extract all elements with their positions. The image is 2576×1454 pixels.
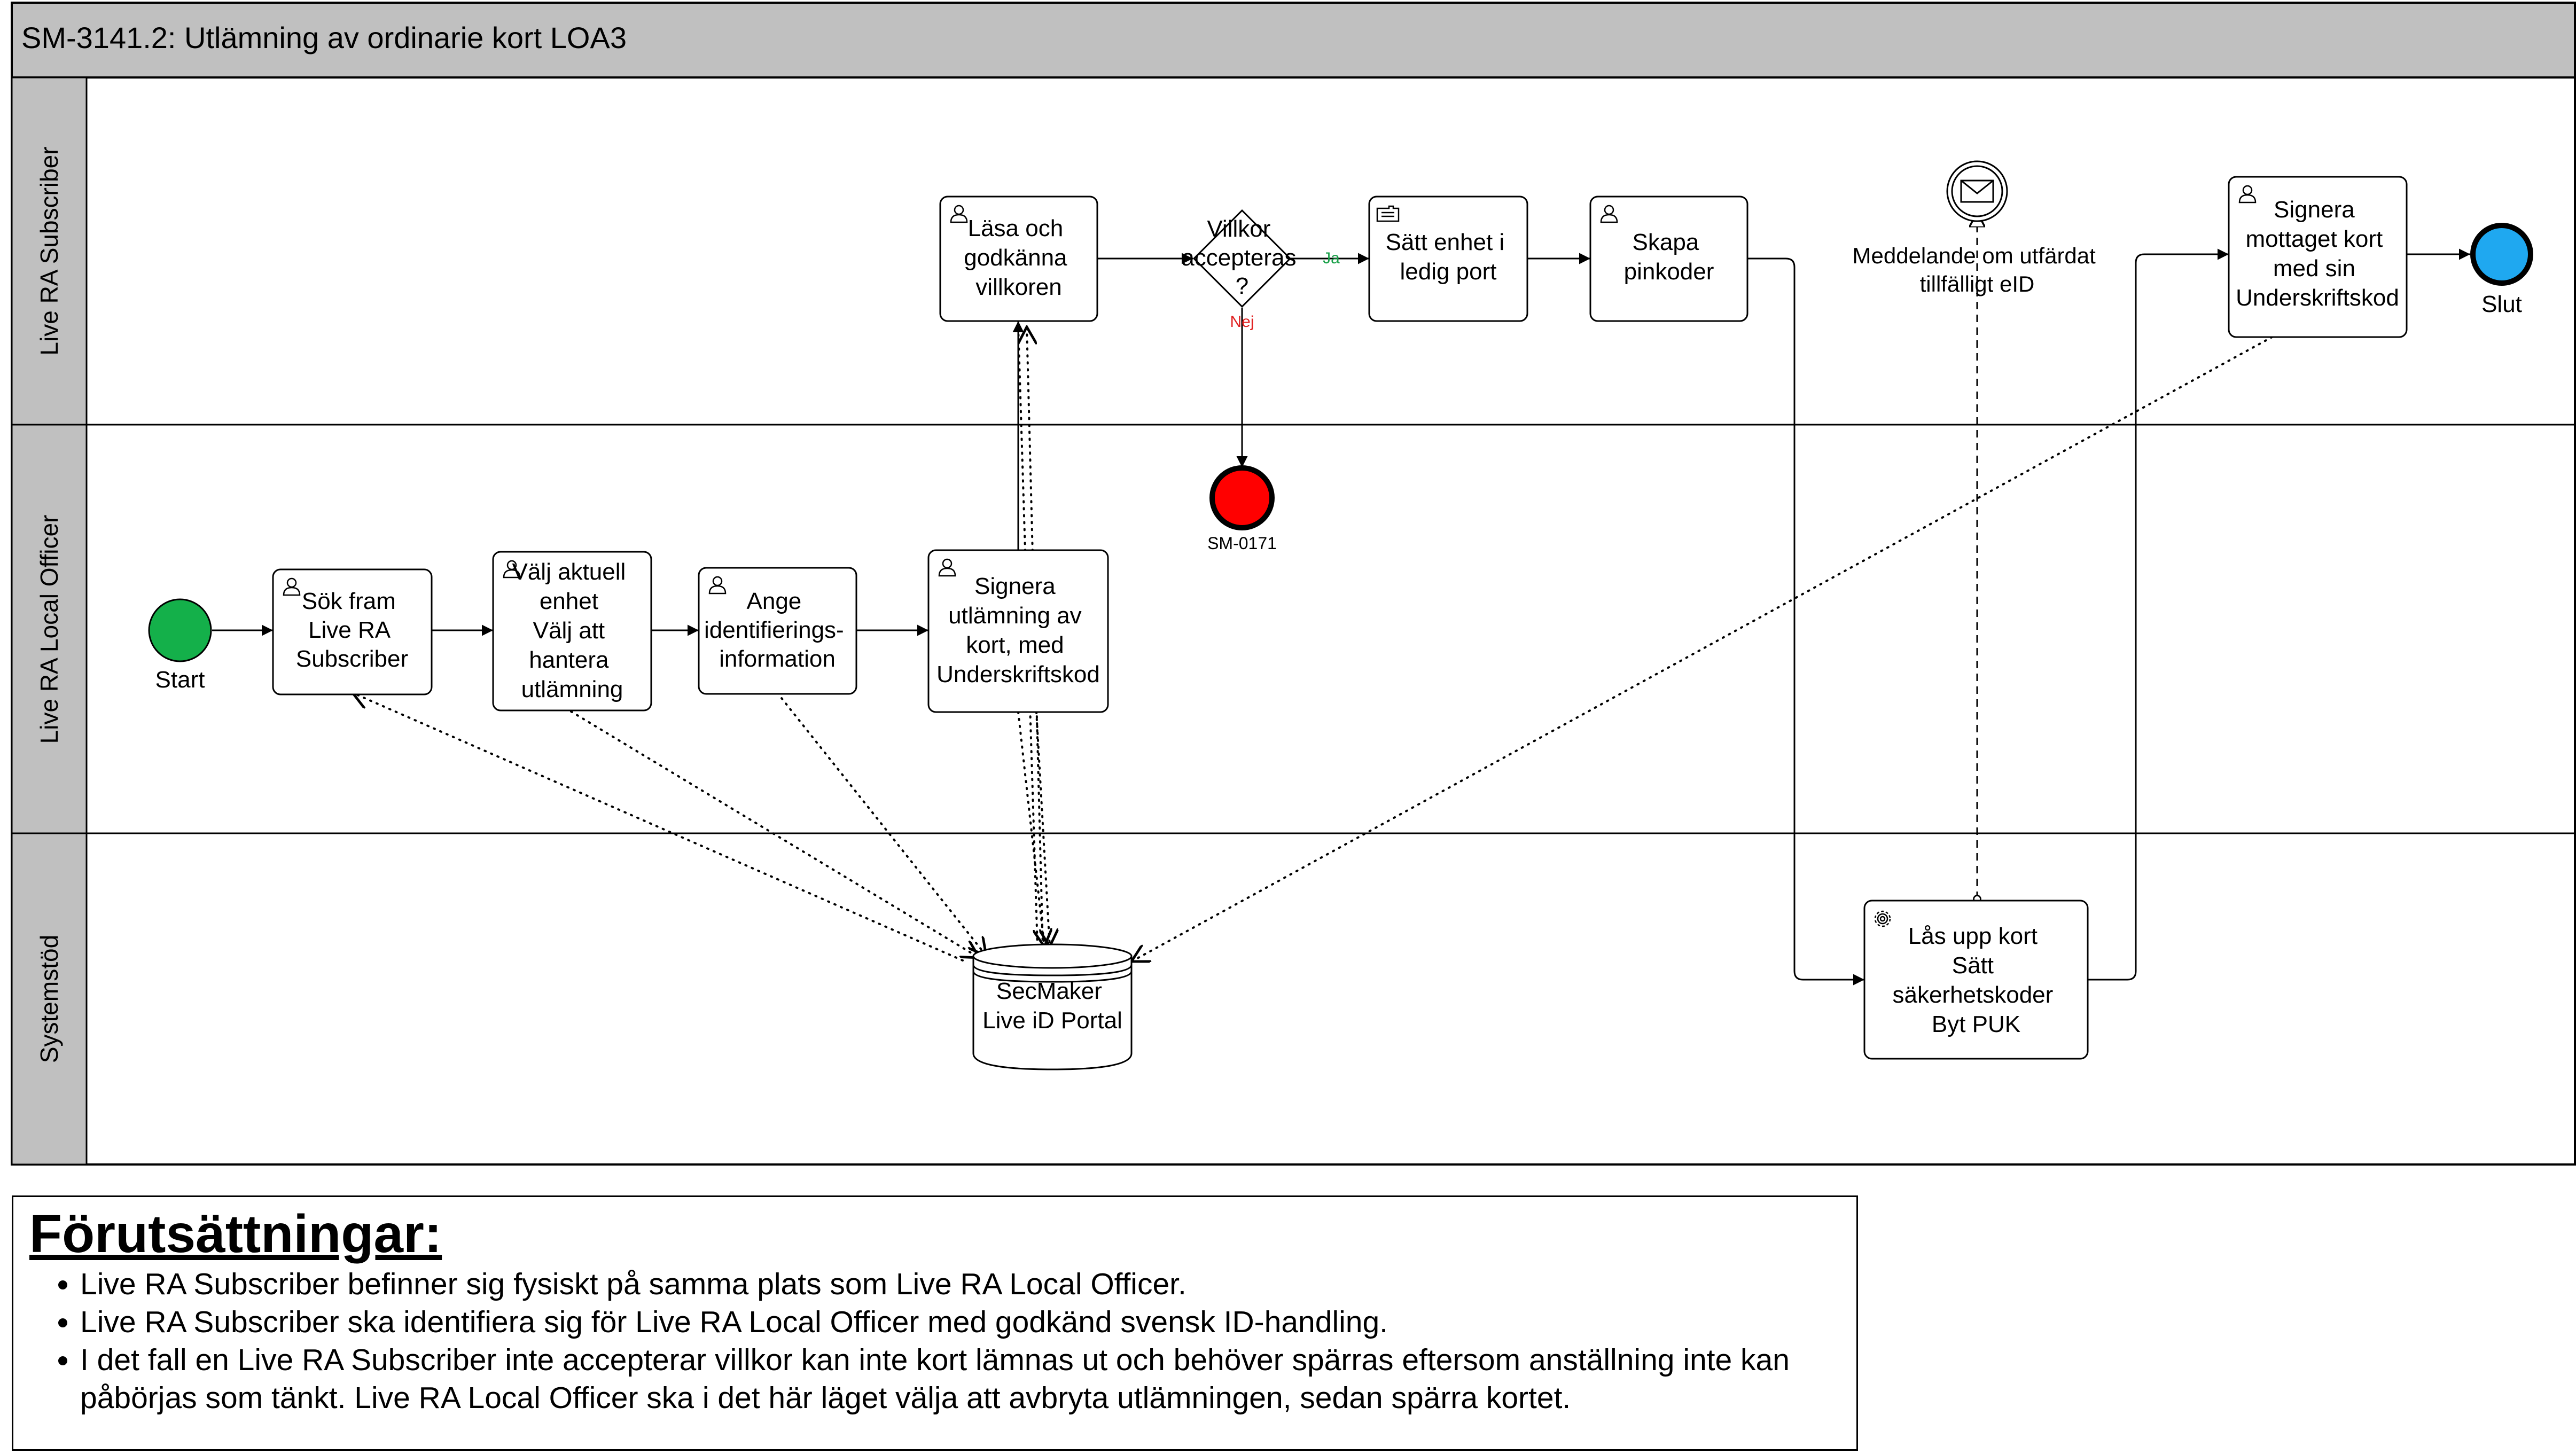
diagram-title: SM-3141.2: Utlämning av ordinarie kort L… <box>21 21 627 54</box>
prerequisite-item: Live RA Subscriber ska identifiera sig f… <box>80 1303 1886 1341</box>
lane-label-subscriber: Live RA Subscriber <box>35 146 63 355</box>
task-read-terms-box <box>939 196 1098 322</box>
task-identify-box <box>698 567 857 695</box>
task-search-box <box>272 568 433 695</box>
process-diagram: SM-3141.2: Utlämning av ordinarie kort L… <box>11 2 2576 1166</box>
task-create-pin-label: Skapa pinkoder <box>1624 229 1714 285</box>
error-end-label: SM-0171 <box>1207 534 1277 553</box>
assoc-sign-received <box>1131 336 2273 961</box>
flow-unlock-sign <box>2088 248 2229 981</box>
end-event <box>2470 223 2533 286</box>
manual-task-icon <box>1376 205 1400 222</box>
prerequisites-box: Förutsättningar: Live RA Subscriber befi… <box>12 1195 1858 1451</box>
task-choose-device: Välj aktuell enhet Välj att hantera utlä… <box>492 551 652 712</box>
task-sign-handout-box <box>927 549 1109 713</box>
gateway-no-label: Nej <box>1230 313 1254 331</box>
assoc-identify <box>776 692 986 956</box>
lane-header-officer <box>11 424 88 834</box>
assoc-read-b <box>1027 327 1044 948</box>
assoc-choose <box>570 710 979 958</box>
task-identify-label: Ange identifierings- information <box>704 588 850 672</box>
title-bar <box>11 2 2576 79</box>
task-search: Sök fram Live RA Subscriber <box>272 568 433 695</box>
task-sign-received: Signera mottaget kort med sin Underskrif… <box>2228 176 2408 338</box>
message-event-label: Meddelande om utfärdat tillfälligt eID <box>1853 243 2102 296</box>
datastore-secmaker-portal: SecMaker Live iD Portal <box>972 943 1133 1070</box>
lane-label-officer: Live RA Local Officer <box>35 515 63 744</box>
gateway-diamond <box>1192 209 1292 308</box>
user-icon <box>950 205 968 223</box>
lane-header-system <box>11 832 88 1166</box>
prerequisite-item: I det fall en Live RA Subscriber inte ac… <box>80 1341 1886 1417</box>
task-read-terms: Läsa och godkänna villkoren <box>939 196 1098 322</box>
prerequisite-item: Live RA Subscriber befinner sig fysiskt … <box>80 1265 1886 1303</box>
prerequisites-heading: Förutsättningar: <box>29 1204 442 1264</box>
task-unlock-card: Lås upp kort Sätt säkerhetskoder Byt PUK <box>1863 900 2089 1060</box>
task-unlock-label: Lås upp kort Sätt säkerhetskoder Byt PUK <box>1892 923 2059 1037</box>
gateway-label: Villkor accepteras ? <box>1181 216 1302 299</box>
sequence-flows <box>212 248 2470 986</box>
task-set-device-box <box>1368 196 1528 322</box>
gateway-yes-label: Ja <box>1323 249 1340 267</box>
user-icon <box>2238 185 2257 204</box>
task-set-device: Sätt enhet i ledig port <box>1368 196 1528 322</box>
envelope-icon <box>1960 179 1994 203</box>
assoc-search <box>353 693 964 961</box>
datastore-label: SecMaker Live iD Portal <box>982 978 1122 1034</box>
user-icon <box>1600 205 1618 223</box>
task-read-terms-label: Läsa och godkänna villkoren <box>964 215 1074 300</box>
task-sign-received-box <box>2228 176 2408 338</box>
task-choose-box <box>492 551 652 712</box>
task-sign-handout: Signera utlämning av kort, med Underskri… <box>927 549 1109 713</box>
datastore-ring <box>972 964 1133 976</box>
pool-frame <box>11 2 2576 1166</box>
start-label: Start <box>155 667 205 693</box>
gear-icon <box>1874 910 1891 927</box>
assoc-sign-b <box>1035 711 1050 947</box>
user-icon <box>938 558 956 577</box>
prerequisites-list: Live RA Subscriber befinner sig fysiskt … <box>29 1265 1886 1417</box>
user-icon <box>708 576 727 595</box>
task-search-label: Sök fram Live RA Subscriber <box>296 588 408 672</box>
task-set-device-label: Sätt enhet i ledig port <box>1386 229 1511 285</box>
assoc-read-a <box>1017 326 1039 948</box>
task-sign-received-label: Signera mottaget kort med sin Underskrif… <box>2236 197 2399 311</box>
data-associations <box>353 326 2273 961</box>
task-sign-handout-label: Signera utlämning av kort, med Underskri… <box>936 573 1100 687</box>
datastore-top <box>972 943 1133 969</box>
gateway-terms-accepted: Villkor accepteras ? Ja Nej <box>1181 209 1340 331</box>
end-label: Slut <box>2481 291 2522 317</box>
task-create-pin: Skapa pinkoder <box>1589 196 1748 322</box>
start-event <box>148 598 212 662</box>
datastore-body <box>972 956 1133 1070</box>
flow-pin-unlock <box>1747 257 1864 986</box>
lane-label-system: Systemstöd <box>35 935 63 1063</box>
task-create-pin-box <box>1589 196 1748 322</box>
task-unlock-box <box>1863 900 2089 1060</box>
datastore-ring <box>972 971 1133 983</box>
lane-header-subscriber <box>11 76 88 426</box>
user-icon <box>283 577 301 596</box>
error-end-event <box>1209 465 1275 530</box>
message-event: Meddelande om utfärdat tillfälligt eID <box>1853 160 2102 296</box>
task-identify: Ange identifierings- information <box>698 567 857 695</box>
task-choose-label: Välj aktuell enhet Välj att hantera utlä… <box>512 559 632 702</box>
user-icon <box>503 560 521 579</box>
assoc-sign-a <box>1017 711 1044 947</box>
